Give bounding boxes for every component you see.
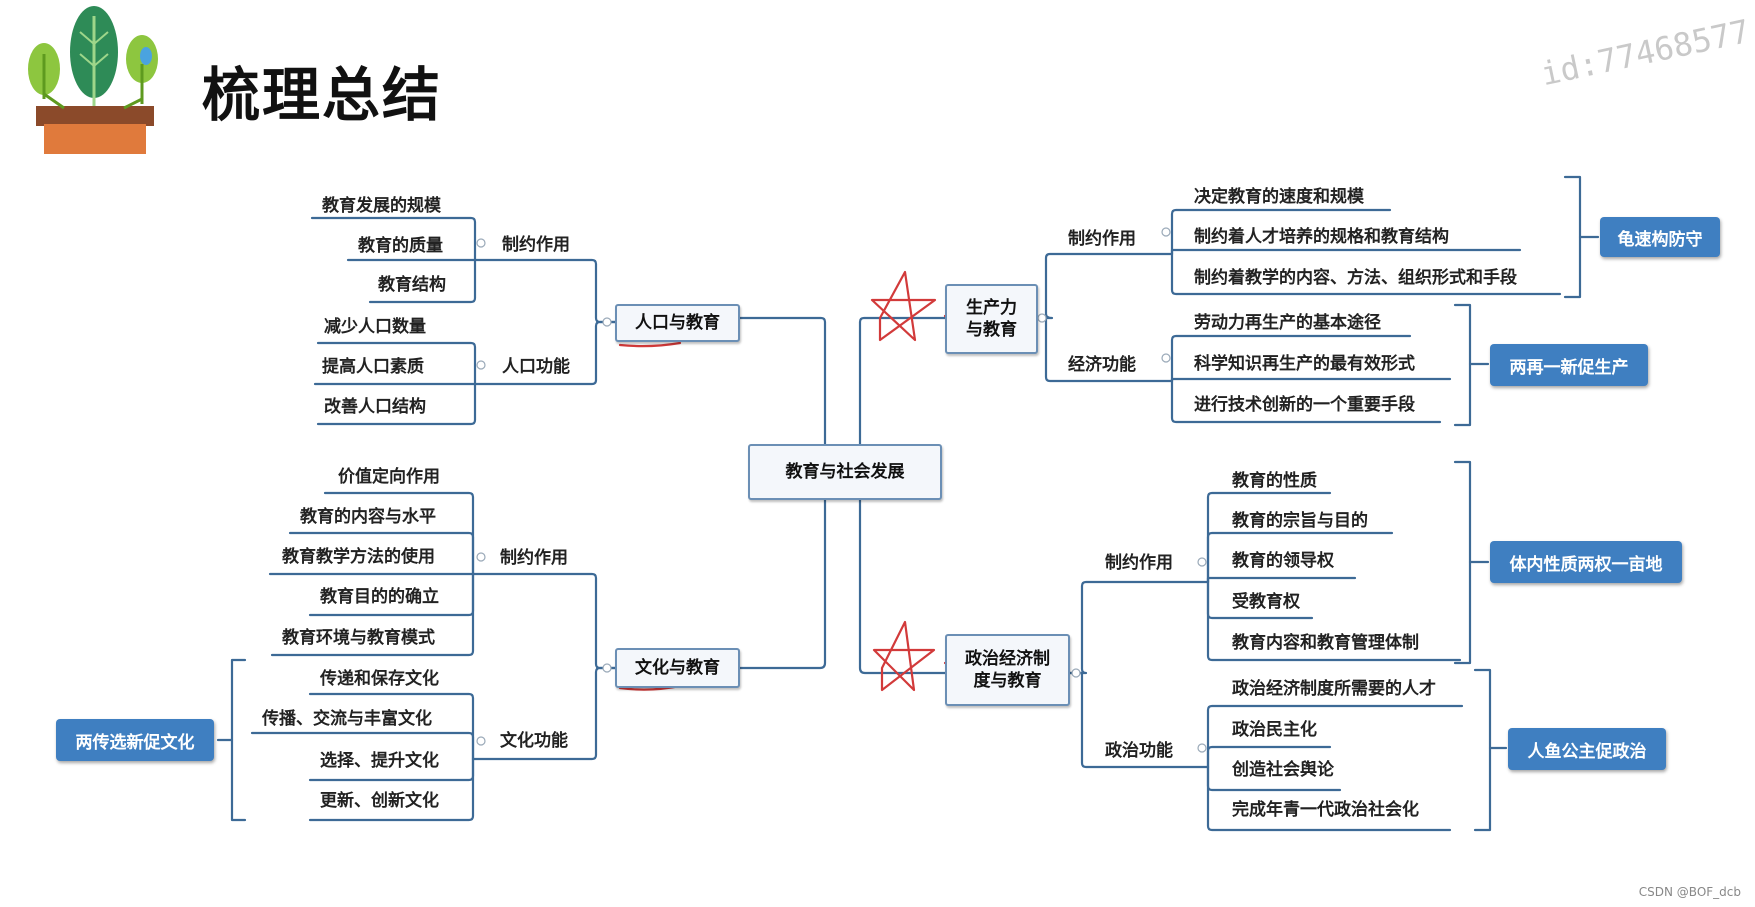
productivity-function-label: 经济功能: [1068, 355, 1136, 375]
political-function-label: 政治功能: [1105, 741, 1173, 761]
culture-node[interactable]: 文化与教育: [615, 648, 740, 688]
political-node[interactable]: 政治经济制 度与教育: [945, 634, 1070, 706]
culture-constraint-item: 价值定向作用: [338, 467, 440, 487]
center-node-label: 教育与社会发展: [785, 462, 905, 482]
productivity-function-item: 劳动力再生产的基本途径: [1194, 313, 1381, 333]
culture-function-label: 文化功能: [500, 731, 568, 751]
productivity-constraint-label: 制约作用: [1068, 229, 1136, 249]
population-function-label: 人口功能: [502, 357, 570, 377]
population-constraint-item: 教育发展的规模: [322, 196, 441, 216]
productivity-function-item: 科学知识再生产的最有效形式: [1194, 354, 1415, 374]
political-constraint-item: 教育的宗旨与目的: [1232, 511, 1368, 531]
culture-function-item: 选择、提升文化: [320, 751, 439, 771]
culture-constraint-item: 教育教学方法的使用: [282, 547, 435, 567]
culture-constraint-item: 教育环境与教育模式: [282, 628, 435, 648]
culture-mnemonic-tag: 两传选新促文化: [56, 719, 214, 761]
culture-function-item: 传播、交流与丰富文化: [262, 709, 432, 729]
political-constraint-item: 教育的性质: [1232, 471, 1317, 491]
political-node-label-line2: 度与教育: [973, 671, 1042, 691]
productivity-function-item: 进行技术创新的一个重要手段: [1194, 395, 1415, 415]
political-constraint-item: 教育内容和教育管理体制: [1232, 633, 1419, 653]
population-constraint-item: 教育的质量: [358, 236, 443, 256]
productivity-node-label-line2: 与教育: [966, 320, 1017, 340]
political-constraint-mnemonic-tag: 体内性质两权一亩地: [1490, 541, 1682, 583]
culture-function-item: 传递和保存文化: [320, 669, 439, 689]
political-constraint-item: 教育的领导权: [1232, 551, 1334, 571]
productivity-node[interactable]: 生产力 与教育: [945, 284, 1038, 354]
productivity-constraint-mnemonic-tag: 龟速构防守: [1600, 217, 1720, 257]
footer-credit: CSDN @BOF_dcb: [1638, 885, 1741, 899]
culture-constraint-label: 制约作用: [500, 548, 568, 568]
population-function-item: 减少人口数量: [324, 317, 426, 337]
population-function-item: 改善人口结构: [324, 397, 426, 417]
political-node-label-line1: 政治经济制: [965, 649, 1050, 669]
productivity-node-label-line1: 生产力: [966, 298, 1017, 318]
culture-constraint-item: 教育的内容与水平: [300, 507, 436, 527]
political-function-item: 创造社会舆论: [1232, 760, 1334, 780]
political-function-item: 完成年青一代政治社会化: [1232, 800, 1419, 820]
political-constraint-label: 制约作用: [1105, 553, 1173, 573]
productivity-function-mnemonic-tag: 两再一新促生产: [1490, 344, 1648, 386]
plant-pot-icon: [28, 6, 158, 154]
culture-function-item: 更新、创新文化: [320, 791, 439, 811]
population-constraint-item: 教育结构: [378, 275, 446, 295]
center-node[interactable]: 教育与社会发展: [748, 444, 942, 500]
page-title: 梳理总结: [202, 61, 443, 129]
political-function-mnemonic-tag: 人鱼公主促政治: [1508, 728, 1666, 770]
productivity-constraint-item: 制约着人才培养的规格和教育结构: [1194, 227, 1449, 247]
political-function-item: 政治民主化: [1232, 720, 1317, 740]
political-constraint-item: 受教育权: [1232, 592, 1300, 612]
population-constraint-label: 制约作用: [502, 235, 570, 255]
population-function-item: 提高人口素质: [322, 357, 424, 377]
political-function-item: 政治经济制度所需要的人才: [1232, 679, 1436, 699]
culture-constraint-item: 教育目的的确立: [320, 587, 439, 607]
productivity-constraint-item: 制约着教学的内容、方法、组织形式和手段: [1194, 268, 1517, 288]
culture-node-label: 文化与教育: [635, 658, 720, 678]
productivity-constraint-item: 决定教育的速度和规模: [1194, 187, 1364, 207]
population-node[interactable]: 人口与教育: [615, 304, 740, 342]
population-node-label: 人口与教育: [635, 313, 720, 333]
